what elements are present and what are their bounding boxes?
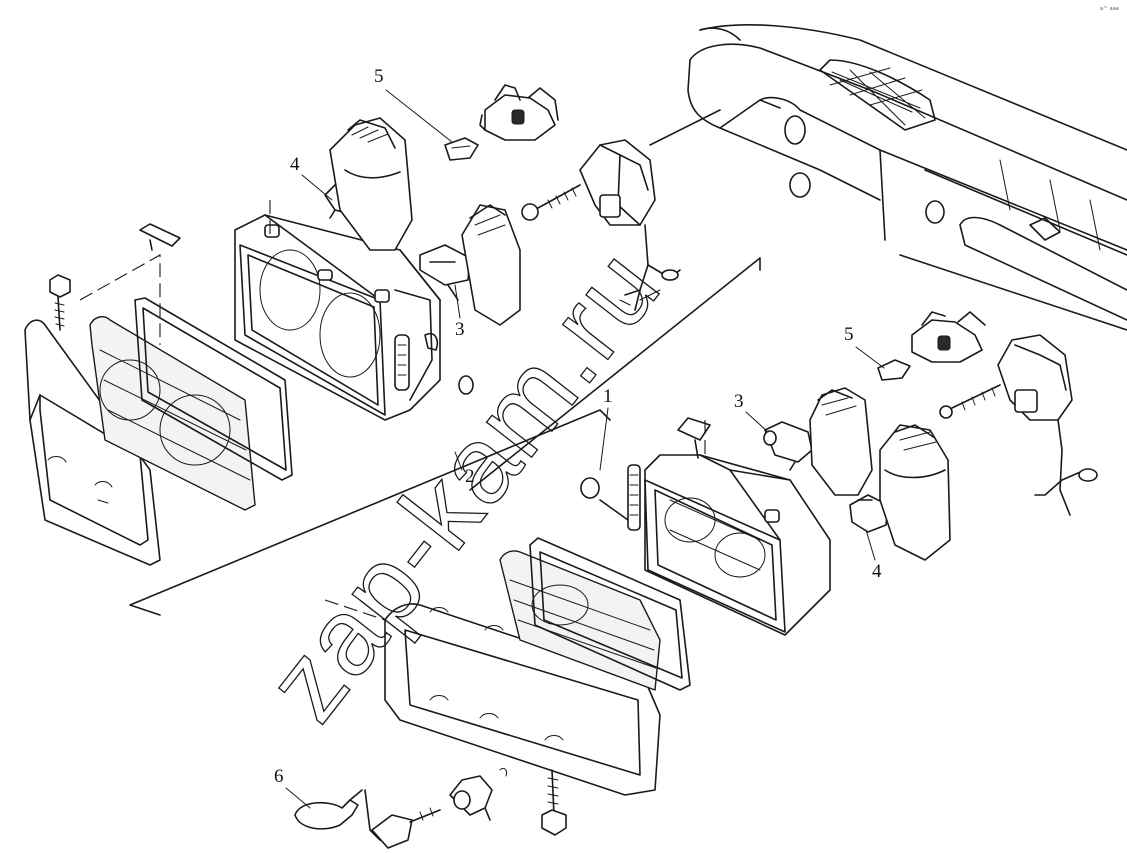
upper-gasket: [134, 297, 293, 481]
callout-upper-1: 1: [603, 386, 613, 407]
upper-leader-mid: [469, 257, 761, 491]
callout-lower-6: 6: [274, 766, 284, 787]
corner-mark: a™ ааа: [1100, 6, 1119, 12]
lower-rear-cover-left: [809, 387, 873, 496]
upper-lens: [89, 316, 256, 511]
lower-socket-bulb-4: [849, 494, 889, 533]
callout-upper-4-leader: [301, 174, 333, 201]
callout-lower-3-leader: [745, 411, 769, 433]
lower-headlight-assembly: [294, 311, 1098, 849]
callout-labels: 5 4 3 2 1 5 3 4 6: [274, 66, 885, 809]
vehicle-front-bumper: [687, 24, 1127, 331]
lower-lens: [499, 550, 661, 691]
lower-retaining-clip: [677, 417, 711, 459]
lower-headlamp-unit: [580, 454, 831, 636]
lower-leader-dashed-2: [324, 599, 386, 621]
callout-lower-4-leader: [865, 529, 876, 561]
lower-bezel: [384, 603, 661, 796]
callout-lower-5-leader: [855, 346, 885, 369]
upper-rear-cover-right: [461, 204, 521, 326]
upper-leader-long: [129, 409, 611, 616]
upper-retaining-clip: [139, 223, 181, 251]
callout-upper-1-leader: [599, 407, 609, 471]
upper-leader-top: [649, 109, 721, 146]
upper-mounting-screw: [49, 274, 71, 331]
callout-upper-2: 2: [465, 466, 475, 487]
upper-headlamp-unit: [234, 214, 474, 421]
callout-upper-5: 5: [374, 66, 384, 87]
callout-lower-4: 4: [872, 561, 882, 582]
lower-mounting-screw: [541, 769, 567, 836]
callout-upper-3-leader: [454, 284, 461, 319]
upper-rear-cover-left: [329, 117, 413, 251]
callout-upper-3: 3: [455, 319, 465, 340]
upper-connector-cluster: [444, 84, 559, 161]
upper-leader-dashed: [79, 254, 161, 345]
callout-upper-2-leader: [454, 451, 463, 471]
lower-adjuster-motor: [939, 334, 1098, 516]
callout-lower-6-leader: [285, 787, 311, 809]
upper-socket-bulb-3: [419, 244, 471, 301]
lower-socket-bulb-3: [763, 421, 813, 471]
parking-lamp-socket: [294, 767, 507, 849]
callout-upper-4: 4: [290, 154, 300, 175]
callout-lower-3: 3: [734, 391, 744, 412]
callout-lower-5: 5: [844, 324, 854, 345]
callout-upper-5-leader: [385, 89, 453, 143]
upper-adjuster-motor: [521, 139, 681, 311]
lower-connector-cluster: [877, 311, 986, 381]
lower-gasket: [529, 537, 691, 691]
upper-headlight-assembly: [24, 84, 761, 616]
lower-rear-cover-right: [879, 424, 951, 561]
